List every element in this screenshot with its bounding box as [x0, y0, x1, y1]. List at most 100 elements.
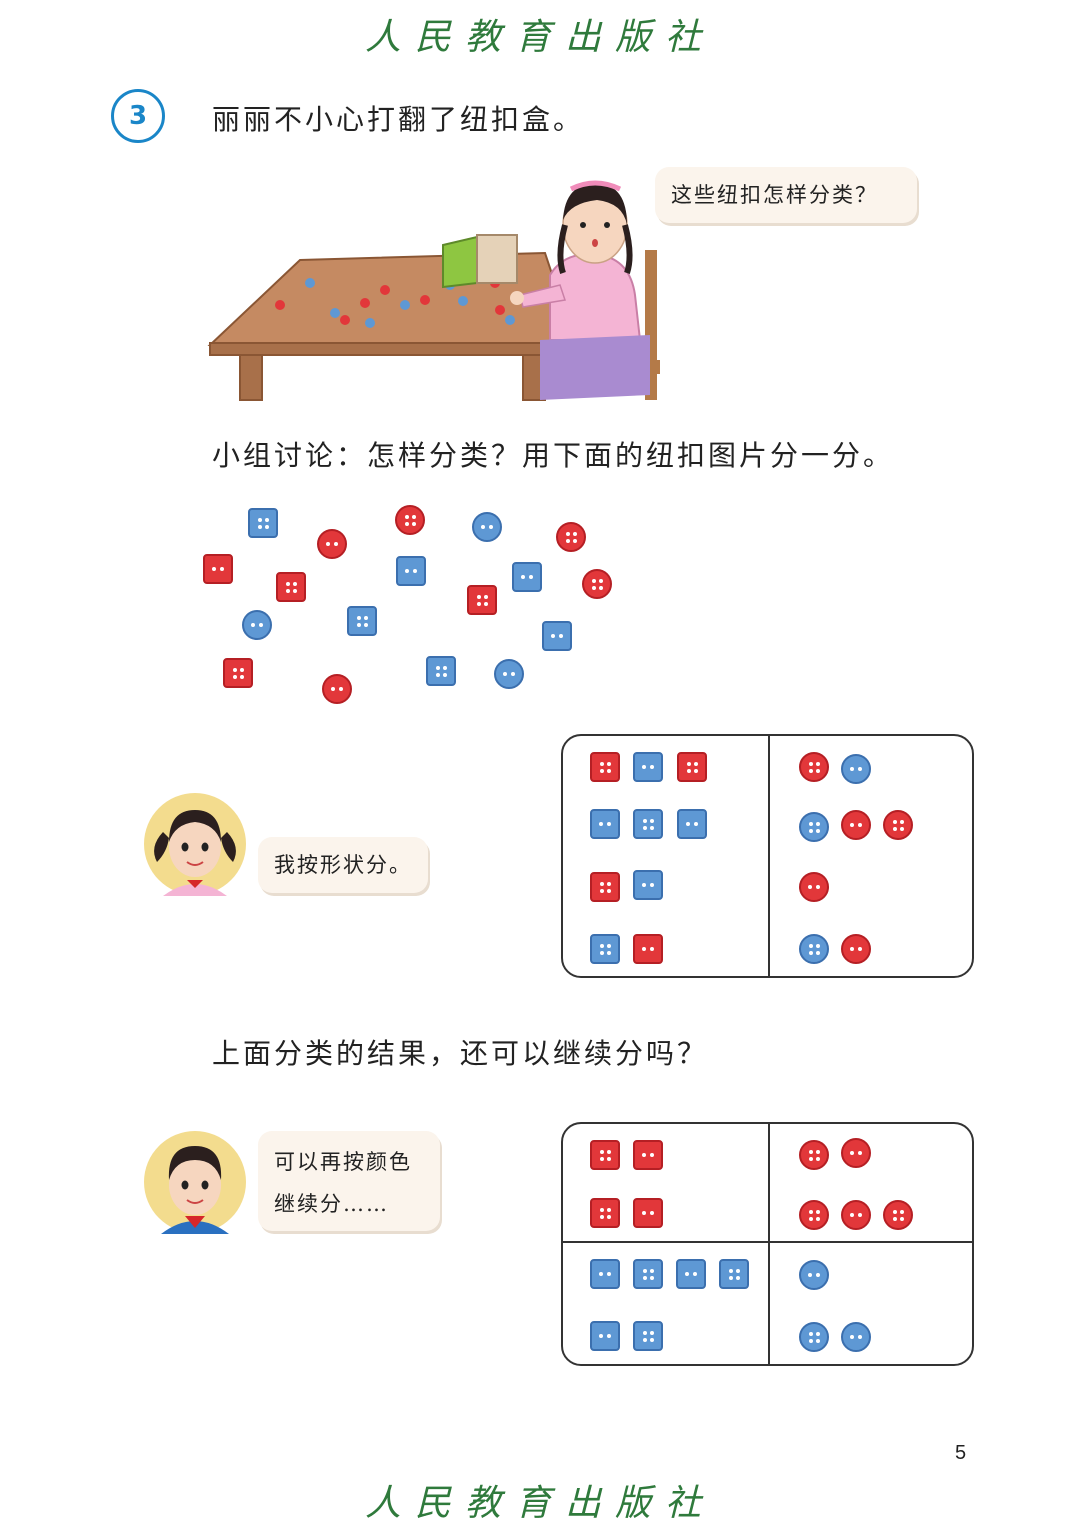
button-hole — [850, 823, 854, 827]
button-hole — [529, 575, 533, 579]
button-hole — [816, 769, 820, 773]
button-hole — [809, 1157, 813, 1161]
button-hole — [816, 762, 820, 766]
button-hole — [607, 769, 611, 773]
button-hole — [286, 589, 290, 593]
girl-speech-text: 这些纽扣怎样分类？ — [671, 183, 878, 207]
scattered-buttons — [0, 0, 1080, 720]
button-hole — [693, 1272, 697, 1276]
button-hole — [233, 675, 237, 679]
round-button-icon — [472, 512, 502, 542]
button-hole — [412, 515, 416, 519]
button-hole — [650, 1269, 654, 1273]
square-button-icon — [248, 508, 278, 538]
button-hole — [600, 762, 604, 766]
square-button-icon — [633, 1140, 663, 1170]
button-hole — [900, 820, 904, 824]
button-hole — [650, 947, 654, 951]
button-hole — [893, 820, 897, 824]
button-hole — [816, 1150, 820, 1154]
round-button-icon — [799, 1200, 829, 1230]
button-hole — [251, 623, 255, 627]
button-hole — [642, 947, 646, 951]
button-hole — [858, 1151, 862, 1155]
button-hole — [893, 1210, 897, 1214]
button-hole — [600, 944, 604, 948]
square-button-icon — [542, 621, 572, 651]
button-hole — [364, 623, 368, 627]
button-hole — [650, 826, 654, 830]
button-hole — [816, 1332, 820, 1336]
boy-speech-line2: 继续分…… — [274, 1192, 389, 1216]
table-divider — [768, 736, 770, 976]
round-button-icon — [799, 1322, 829, 1352]
button-hole — [477, 595, 481, 599]
problem-number: 3 — [111, 89, 165, 143]
button-hole — [816, 885, 820, 889]
button-hole — [893, 827, 897, 831]
square-button-icon — [633, 1321, 663, 1351]
square-button-icon — [633, 752, 663, 782]
button-hole — [339, 687, 343, 691]
button-hole — [809, 1217, 813, 1221]
button-hole — [816, 1210, 820, 1214]
button-hole — [212, 567, 216, 571]
square-button-icon — [633, 809, 663, 839]
button-hole — [265, 525, 269, 529]
button-hole — [694, 822, 698, 826]
header-publisher: 人民教育出版社 — [364, 17, 715, 58]
button-hole — [607, 1272, 611, 1276]
button-hole — [858, 823, 862, 827]
follow-up-question: 上面分类的结果，还可以继续分吗？ — [212, 1037, 709, 1070]
button-hole — [599, 822, 603, 826]
button-hole — [405, 569, 409, 573]
button-hole — [592, 586, 596, 590]
button-hole — [326, 542, 330, 546]
button-hole — [607, 951, 611, 955]
button-hole — [566, 539, 570, 543]
button-hole — [816, 822, 820, 826]
button-hole — [858, 947, 862, 951]
problem-statement: 丽丽不小心打翻了纽扣盒。 — [212, 103, 585, 136]
shape-color-classification-table — [561, 1122, 974, 1366]
shape-classification-table — [561, 734, 974, 978]
table-divider-vertical — [768, 1124, 770, 1364]
button-hole — [694, 762, 698, 766]
square-button-icon — [633, 870, 663, 900]
square-button-icon — [677, 809, 707, 839]
round-button-icon — [322, 674, 352, 704]
button-hole — [900, 827, 904, 831]
page-number: 5 — [955, 1442, 967, 1464]
button-hole — [808, 885, 812, 889]
button-hole — [809, 822, 813, 826]
button-hole — [599, 586, 603, 590]
button-hole — [858, 1213, 862, 1217]
button-hole — [286, 582, 290, 586]
square-button-icon — [633, 1259, 663, 1289]
button-hole — [607, 762, 611, 766]
button-hole — [607, 822, 611, 826]
button-hole — [736, 1276, 740, 1280]
button-hole — [687, 769, 691, 773]
button-hole — [600, 951, 604, 955]
button-hole — [405, 515, 409, 519]
button-hole — [650, 819, 654, 823]
round-button-icon — [242, 610, 272, 640]
button-hole — [816, 1217, 820, 1221]
round-button-icon — [582, 569, 612, 599]
button-hole — [729, 1276, 733, 1280]
button-hole — [809, 1339, 813, 1343]
round-button-icon — [494, 659, 524, 689]
button-hole — [265, 518, 269, 522]
button-hole — [592, 579, 596, 583]
square-button-icon — [203, 554, 233, 584]
button-hole — [220, 567, 224, 571]
button-hole — [412, 522, 416, 526]
girl-avatar — [144, 793, 246, 896]
button-hole — [357, 616, 361, 620]
round-button-icon — [799, 1140, 829, 1170]
button-hole — [521, 575, 525, 579]
button-hole — [511, 672, 515, 676]
button-hole — [600, 1157, 604, 1161]
button-hole — [694, 769, 698, 773]
